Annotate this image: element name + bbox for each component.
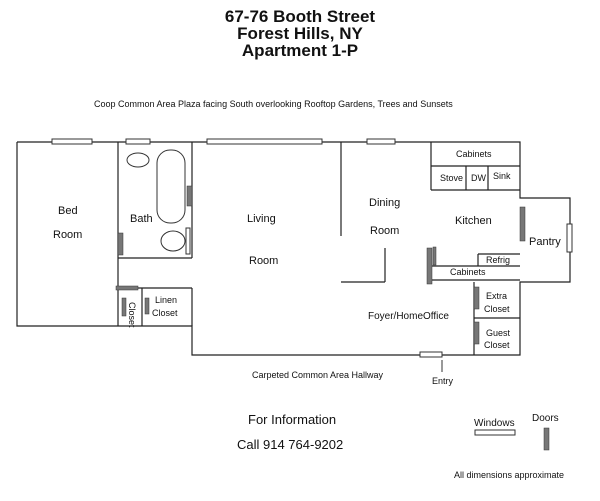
plaza-caption: Coop Common Area Plaza facing South over… <box>94 99 453 109</box>
label-extra-closet: Closet <box>484 304 510 314</box>
label-closet: Closet <box>127 302 137 328</box>
label-bed-room: Room <box>53 229 83 241</box>
window <box>206 138 323 145</box>
label-refrig: Refrig <box>486 255 511 265</box>
label-kitchen: Kitchen <box>455 215 492 227</box>
label-cabinets-top: Cabinets <box>456 149 492 159</box>
label-guest: Guest <box>486 328 511 338</box>
door <box>117 232 124 256</box>
title-address: 67-76 Booth Street <box>224 7 376 26</box>
door <box>186 185 193 207</box>
door <box>426 247 433 285</box>
window <box>51 138 93 145</box>
window <box>566 223 573 253</box>
label-sink: Sink <box>493 171 511 181</box>
door <box>115 285 139 291</box>
entry-label: Entry <box>432 376 454 386</box>
legend-window-swatch <box>474 429 516 436</box>
label-living: Living <box>247 213 276 225</box>
sink-fixture <box>126 152 150 168</box>
label-guest-closet: Closet <box>484 340 510 350</box>
door <box>473 321 480 345</box>
outer-wall <box>16 141 571 356</box>
door <box>121 297 127 317</box>
label-living-room: Room <box>249 255 279 267</box>
legend-doors-label: Doors <box>532 413 559 424</box>
title-city: Forest Hills, NY <box>237 24 363 43</box>
label-stove: Stove <box>440 173 464 183</box>
bathtub <box>156 149 186 224</box>
label-dining-room: Room <box>370 225 400 237</box>
legend-windows-label: Windows <box>474 418 515 429</box>
window <box>125 138 151 145</box>
label-linen: Linen <box>155 295 178 305</box>
label-bath: Bath <box>130 213 153 225</box>
door <box>144 297 150 315</box>
window <box>366 138 396 145</box>
label-foyer: Foyer/HomeOffice <box>368 311 449 322</box>
label-dw: DW <box>471 173 486 183</box>
label-pantry: Pantry <box>529 236 561 248</box>
label-linen-closet: Closet <box>152 308 178 318</box>
hallway-label: Carpeted Common Area Hallway <box>252 370 384 380</box>
info-phone: Call 914 764-9202 <box>237 437 344 452</box>
label-dining: Dining <box>369 197 401 209</box>
door <box>519 206 526 242</box>
title-apartment: Apartment 1-P <box>241 41 359 60</box>
footnote: All dimensions approximate <box>454 470 565 480</box>
door <box>473 286 480 310</box>
info-title: For Information <box>248 412 337 427</box>
toilet-fixture <box>160 230 186 252</box>
window <box>419 351 443 358</box>
door <box>432 246 437 266</box>
legend-door-swatch <box>543 427 550 451</box>
toilet-tank <box>185 227 191 255</box>
label-cabinets-bottom: Cabinets <box>450 267 486 277</box>
label-extra: Extra <box>486 291 508 301</box>
label-bed: Bed <box>58 205 78 217</box>
